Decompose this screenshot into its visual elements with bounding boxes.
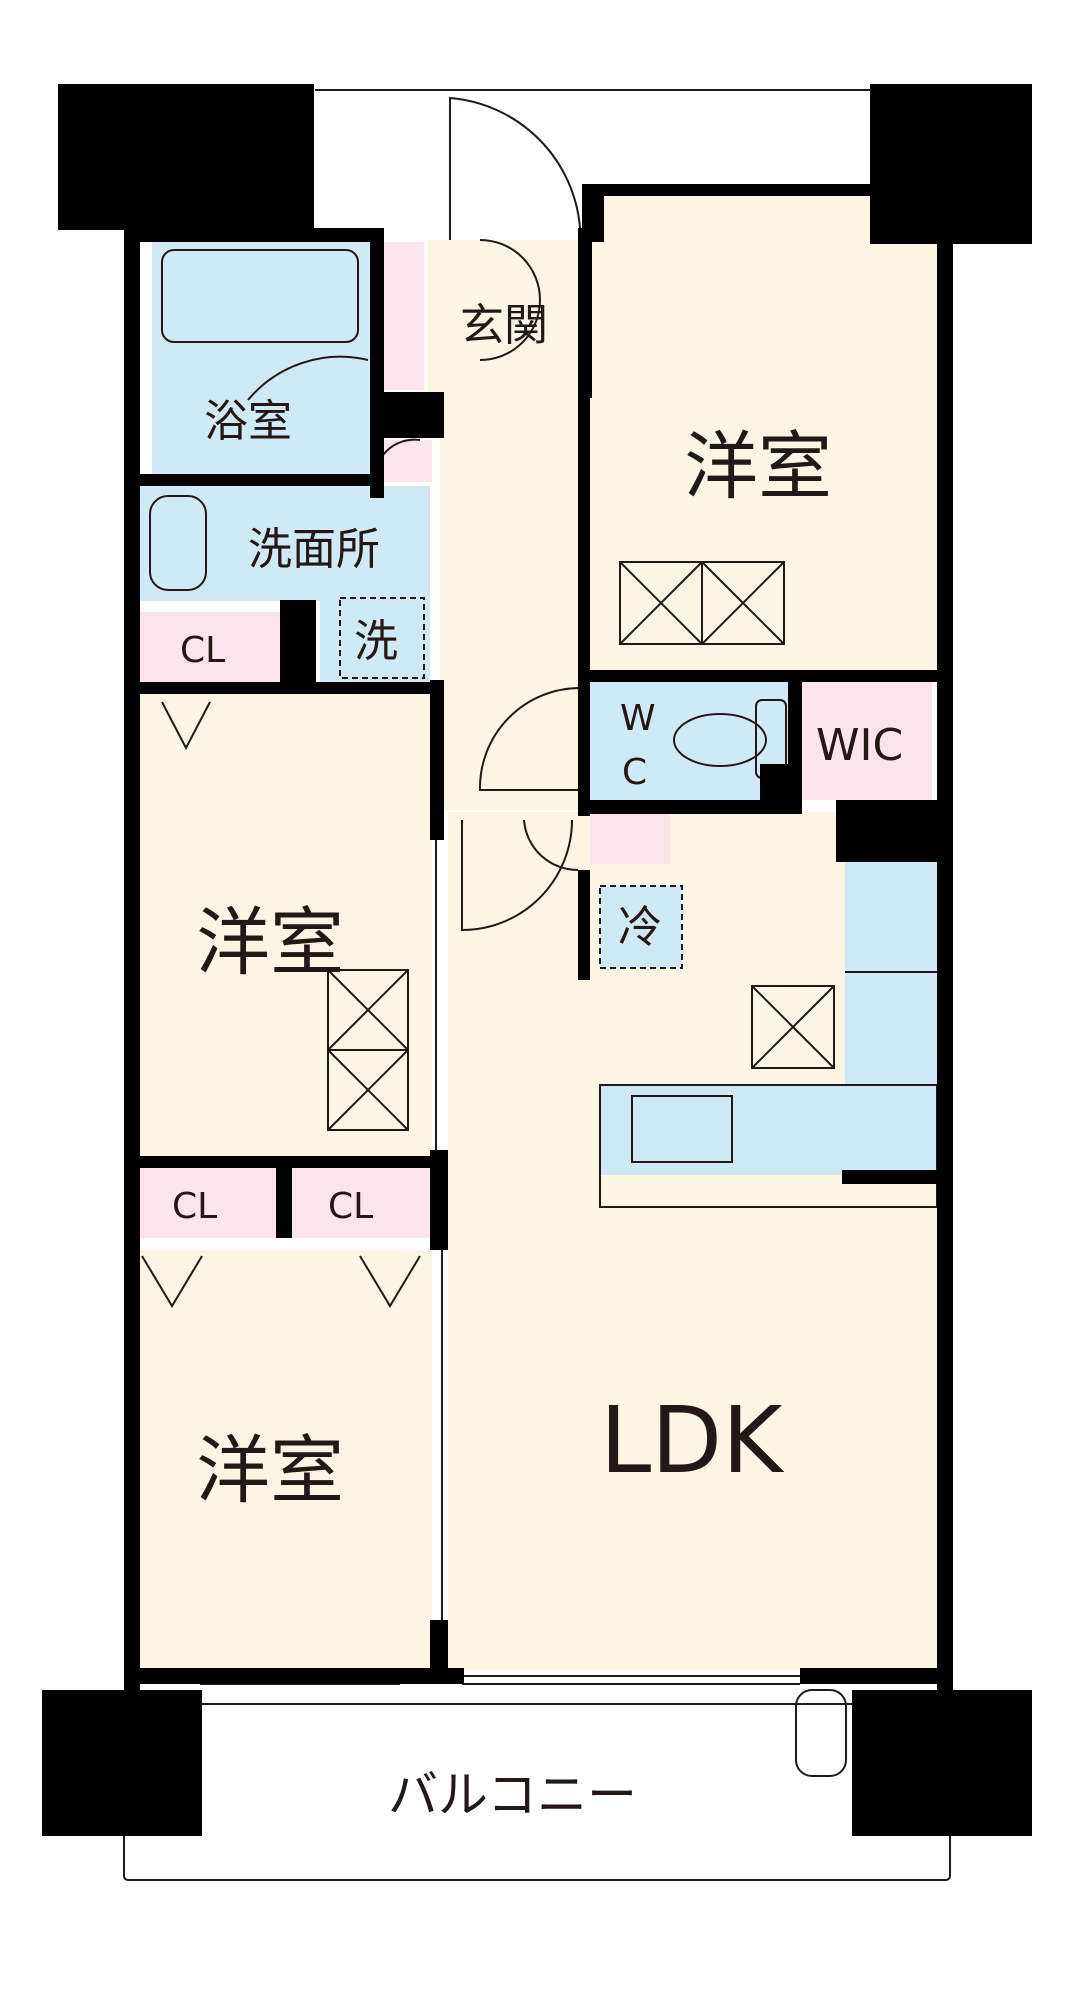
walls: [42, 84, 1032, 1836]
fridge-space: [600, 886, 682, 968]
label-closet-right: CL: [328, 1186, 373, 1227]
pillar-bottom-left: [42, 1690, 202, 1836]
fridge-dashed: [599, 885, 683, 969]
entrance-area: [428, 240, 578, 400]
label-fridge: 冷: [618, 902, 662, 953]
walk-in-closet: [802, 682, 932, 800]
pillar-top-right: [870, 84, 1032, 244]
kitchen-counter-front: [600, 1085, 937, 1175]
shoe-closet: [384, 242, 424, 390]
toilet-bowl: [673, 713, 767, 767]
label-toilet-w: W: [620, 698, 656, 739]
label-closet-left: CL: [172, 1186, 217, 1227]
pillar-top-left: [58, 84, 314, 230]
western-room-mid: [140, 694, 432, 1156]
label-washroom: 洗面所: [248, 524, 380, 575]
closet-top: [140, 612, 282, 682]
pantry-shelf: [590, 812, 670, 864]
labels: 玄関 浴室 洗面所 洗 洋室 洋室 洋室 W C WIC 冷 LDK バルコニー…: [172, 300, 903, 1824]
washroom: [140, 486, 430, 601]
bath-room: [152, 242, 372, 474]
label-entrance: 玄関: [460, 300, 548, 351]
label-western-top: 洋室: [684, 424, 832, 510]
label-ldk: LDK: [600, 1387, 785, 1494]
label-western-bottom: 洋室: [196, 1428, 344, 1514]
washer-space: [339, 597, 425, 679]
label-washer: 洗: [354, 616, 398, 667]
washroom-ext: [320, 590, 430, 682]
linen-storage: [380, 440, 432, 482]
closet-left: [140, 1168, 276, 1238]
washroom-sink: [149, 495, 207, 591]
label-wic: WIC: [816, 720, 903, 771]
closet-right: [292, 1168, 432, 1238]
western-room-bottom: [140, 1250, 432, 1670]
label-western-mid: 洋室: [196, 900, 344, 986]
pillar-bottom-right: [852, 1690, 1032, 1836]
bathtub: [161, 249, 359, 343]
balcony-sink: [795, 1689, 847, 1777]
label-bath: 浴室: [204, 396, 292, 447]
hallway: [440, 395, 578, 810]
label-closet-top: CL: [180, 630, 225, 671]
room-fills: [140, 195, 937, 1670]
label-balcony: バルコニー: [388, 1766, 637, 1824]
label-toilet-c: C: [622, 752, 647, 793]
sink-outline: [631, 1095, 733, 1163]
